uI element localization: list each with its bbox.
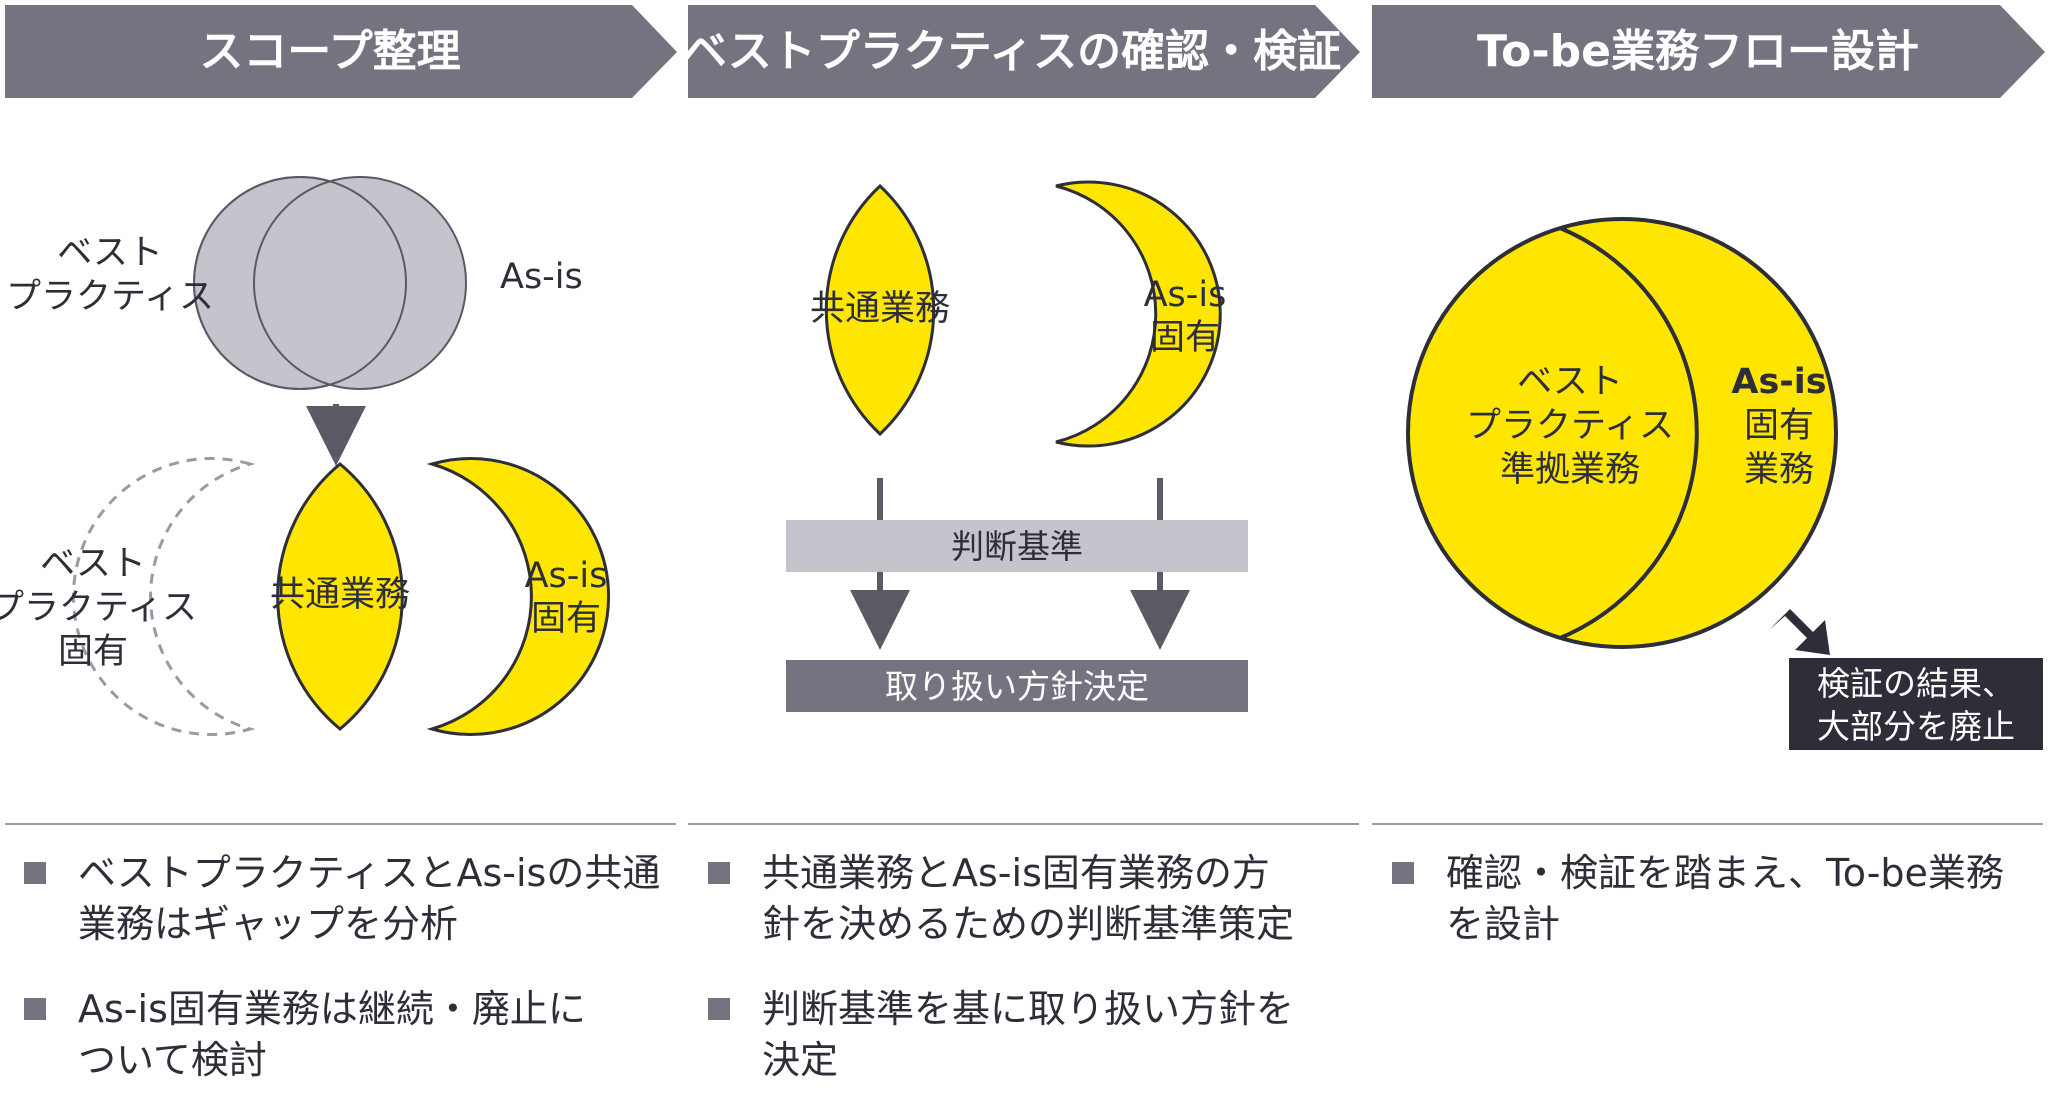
common-lens-shape-2 xyxy=(824,183,936,437)
venn-circle-asis xyxy=(253,176,467,390)
decision-bar xyxy=(786,660,1248,712)
criteria-label: 判断基準 xyxy=(951,527,1083,566)
venn-diagram xyxy=(193,176,467,390)
bullet-text: 共通業務とAs-is固有業務の方 xyxy=(762,851,1270,895)
tobe-asis-label-line3: 業務 xyxy=(1744,450,1814,490)
bullet-marker xyxy=(708,998,730,1020)
bullet-marker xyxy=(708,862,730,884)
decision-label: 取り扱い方針決定 xyxy=(885,667,1149,706)
tobe-best-label-line1: ベスト xyxy=(1517,362,1623,402)
bullet-text: 確認・検証を踏まえ、To-be業務 xyxy=(1446,851,2004,895)
tobe-divider-arc xyxy=(1559,226,1699,640)
note-box xyxy=(1789,658,2043,750)
best-unique-label-line1: ベスト xyxy=(40,544,146,584)
venn-label-asis: As-is xyxy=(500,257,583,297)
bullet-text: を設計 xyxy=(1446,902,1560,946)
asis-unique-label-2-line1: As-is xyxy=(1144,275,1227,315)
common-label: 共通業務 xyxy=(270,575,410,615)
tobe-best-label-line3: 準拠業務 xyxy=(1500,450,1640,490)
criteria-bar xyxy=(786,520,1248,572)
bullet-text: 業務はギャップを分析 xyxy=(78,902,458,946)
header-title-tobe: To-be業務フロー設計 xyxy=(1477,26,1919,77)
dashed-crescent-best-unique xyxy=(72,457,256,736)
header-title-bestpractice: ベストプラクティスの確認・検証 xyxy=(683,26,1341,77)
bullet-text: 針を決めるための判断基準策定 xyxy=(762,902,1294,946)
bullet-text: 判断基準を基に取り扱い方針を xyxy=(762,987,1294,1031)
bullet-marker xyxy=(24,862,46,884)
header-chevron-1: スコープ整理 xyxy=(5,5,677,98)
common-label-2: 共通業務 xyxy=(810,289,950,329)
common-lens-shape xyxy=(276,462,404,731)
venn-label-best-line1: ベスト xyxy=(57,233,163,273)
asis-unique-label-line1: As-is xyxy=(525,556,608,596)
bullet-text: 決定 xyxy=(762,1038,838,1082)
bullet-list-col1: ベストプラクティスとAs-isの共通 業務はギャップを分析 As-is固有業務は… xyxy=(24,851,660,1082)
bullet-list-col2: 共通業務とAs-is固有業務の方 針を決めるための判断基準策定 判断基準を基に取… xyxy=(708,851,1294,1082)
asis-unique-label-2-line2: 固有 xyxy=(1150,318,1220,358)
tobe-asis-label-line1: As-is xyxy=(1731,362,1826,402)
bullet-marker xyxy=(24,998,46,1020)
header-title-scope: スコープ整理 xyxy=(199,26,460,77)
best-unique-label-line2: プラクティス xyxy=(0,588,197,628)
bullet-text: As-is固有業務は継続・廃止に xyxy=(78,987,586,1031)
bullet-marker xyxy=(1392,862,1414,884)
tobe-asis-label-line2: 固有 xyxy=(1744,406,1814,446)
tobe-circle xyxy=(1406,217,1838,649)
venn-label-best-line2: プラクティス xyxy=(6,277,214,317)
note-line2: 大部分を廃止 xyxy=(1817,707,2015,746)
note-pointer-arrow xyxy=(1769,609,1830,655)
asis-unique-crescent xyxy=(426,457,610,736)
tobe-best-label-line2: プラクティス xyxy=(1466,406,1674,446)
bullet-text: ベストプラクティスとAs-isの共通 xyxy=(78,851,660,895)
header-chevron-2: ベストプラクティスの確認・検証 xyxy=(683,5,1360,98)
note-line1: 検証の結果、 xyxy=(1817,664,2015,703)
asis-unique-label-line2: 固有 xyxy=(531,599,601,639)
best-unique-label-line3: 固有 xyxy=(58,632,128,672)
bullet-list-col3: 確認・検証を踏まえ、To-be業務 を設計 xyxy=(1392,851,2004,946)
asis-unique-crescent-2 xyxy=(1055,180,1222,448)
header-chevron-3: To-be業務フロー設計 xyxy=(1372,5,2045,98)
bullet-text: ついて検討 xyxy=(78,1038,267,1082)
